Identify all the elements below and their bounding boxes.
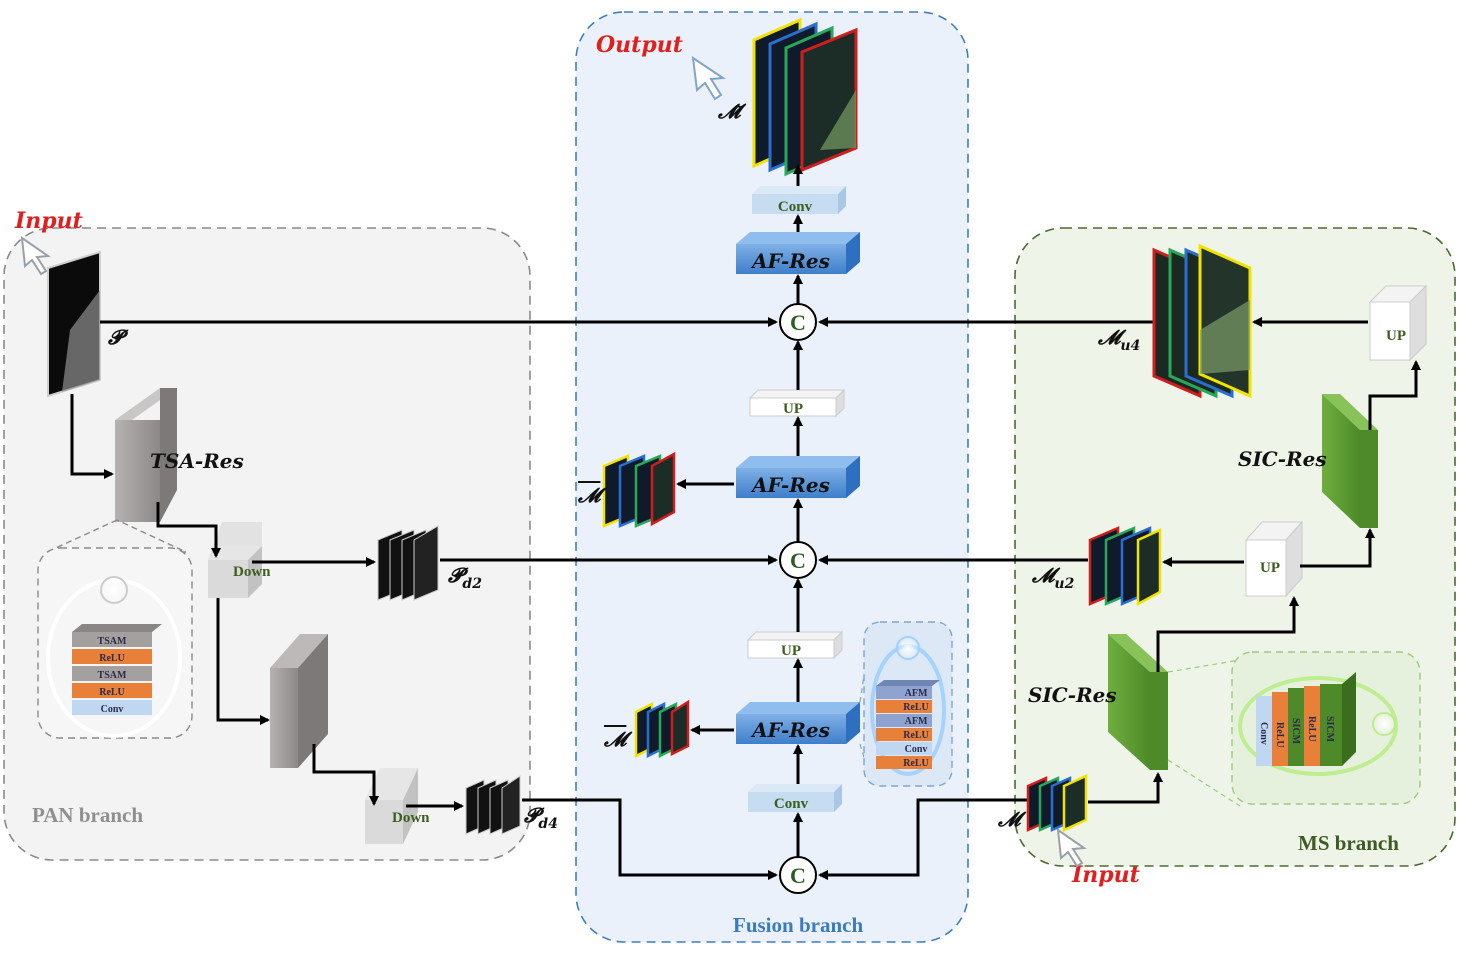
arrow-up-mid-to-sicres-top [1300,528,1375,568]
arrow-p-to-tsa [70,394,114,479]
af-res-mid-block [736,456,860,498]
pan-input-cursor-icon [20,235,51,276]
up-ms-top-label: UP [1386,328,1406,344]
af-layer-6: ReLU [903,758,929,769]
up-ms-mid-block [1244,520,1304,598]
down-label-2: Down [392,810,430,826]
m-bar-stack [634,699,690,759]
m-dbar-stack [602,451,676,528]
concat-top-label: C [790,310,806,335]
sic-res-top-label: SIC-Res [1238,447,1327,471]
arrow-sicres-top-to-up-top [1368,360,1421,430]
down-label-1: Down [233,564,271,580]
tsa-layer-1: TSAM [98,636,127,647]
ms-branch-label: MS branch [1298,831,1399,855]
output-image-stack [752,17,858,177]
pd2-feature-stack [377,525,439,601]
af-res-mid-label: AF-Res [750,473,830,497]
tsa-res-block [115,388,177,522]
af-inset [859,621,953,787]
conv-top-block [752,186,846,214]
sic-layer-2: ReLU [1274,722,1285,748]
af-layer-3: AFM [905,716,928,727]
sic-res-top-block [1322,394,1378,528]
sic-res-bottom-block [1108,634,1168,770]
tsa-layer-4: ReLU [99,687,125,698]
pan-mid-block [270,634,328,768]
up-fusion-mid-label: UP [781,643,801,659]
sic-inset [1167,651,1421,807]
up-ms-mid-label: UP [1260,560,1280,576]
arrow-pd4-to-concat-bottom [522,798,778,880]
concat-bottom-label: C [790,863,806,888]
af-res-bottom-label: AF-Res [750,718,830,742]
mu2-stack [1088,526,1162,607]
arrow-mid-to-down2 [312,744,379,806]
fusion-branch-label: Fusion branch [733,913,863,937]
ms-input-cursor-icon [1056,827,1087,868]
up-ms-top-block [1368,284,1428,362]
pd4-feature-stack [465,775,521,835]
pan-image [47,250,101,398]
arrow-tsa-to-down1 [156,502,221,558]
tsa-res-label: TSA-Res [150,449,244,473]
sic-layer-5: SICM [1324,716,1335,743]
sic-layer-3: SICM [1290,718,1301,745]
af-layer-5: Conv [905,744,928,755]
tsa-layer-2: ReLU [99,653,125,664]
down-block-1 [208,522,262,598]
arrow-sicres-to-up-mid [1156,596,1299,672]
output-cursor-icon [691,55,726,101]
tsa-layer-3: TSAM [98,670,127,681]
concat-mid-label: C [790,548,806,573]
tsa-layer-5: Conv [101,704,124,715]
var-pd4: 𝓟d4 [524,803,558,832]
arrow-m-to-sicres [1088,772,1163,804]
pan-branch-label: PAN branch [32,803,143,827]
ms-input-stack [1026,774,1088,832]
af-layer-1: AFM [905,688,928,699]
sic-layer-1: Conv [1258,722,1269,745]
up-fusion-mid-block [746,630,844,660]
af-res-top-label: AF-Res [750,249,830,273]
mu4-stack [1152,243,1252,399]
conv-bottom-label: Conv [774,796,809,812]
sic-res-bottom-label: SIC-Res [1028,683,1117,707]
arrow-down1-to-mid [216,598,270,725]
output-label: Output [596,32,683,58]
ms-input-label: Input [1071,862,1140,888]
af-layer-2: ReLU [903,702,929,713]
af-res-bottom-block [736,702,860,744]
conv-top-label: Conv [778,199,813,215]
pan-input-label: Input [14,208,83,234]
af-res-top-block [736,232,860,274]
conv-bottom-block [748,784,842,812]
up-fusion-top-label: UP [783,401,803,417]
arrow-m-to-concat-bottom [818,798,1028,880]
af-layer-4: ReLU [903,730,929,741]
tsa-inset [37,519,193,739]
sic-layer-4: ReLU [1306,716,1317,742]
